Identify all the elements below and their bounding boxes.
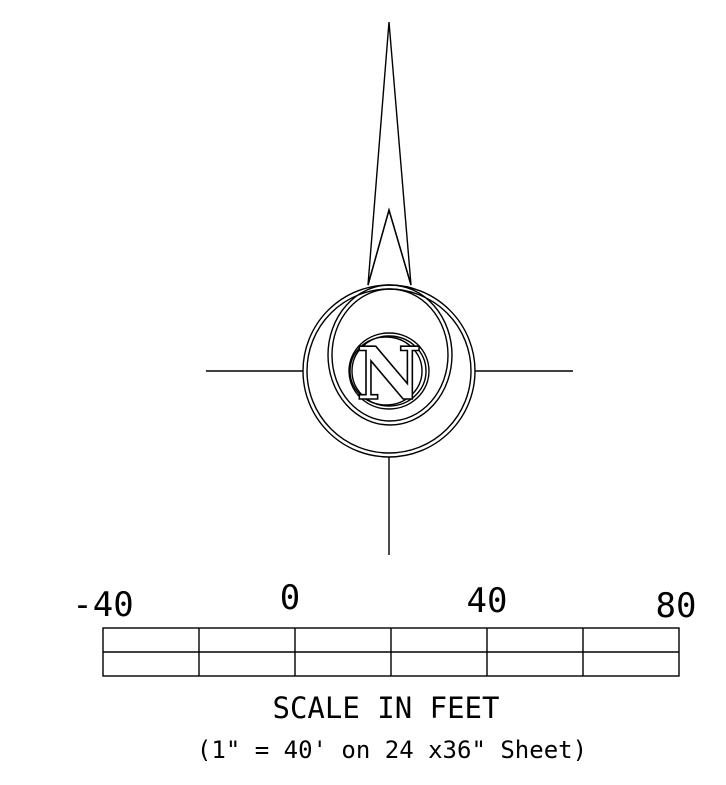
north-arrow: [367, 21, 412, 286]
scale-tick-label-0: 0: [280, 578, 300, 618]
scale-note: (1" = 40' on 24 x36" Sheet): [197, 736, 587, 764]
scale-tick-label-minus-40: -40: [72, 585, 133, 625]
inner-ring-2: [331, 288, 449, 422]
scale-tick-label-80: 80: [656, 586, 697, 626]
north-letter: N: [356, 331, 422, 416]
north-arrow-inner-spike: [367, 207, 412, 286]
letter-ring-2: [351, 335, 427, 407]
letter-ring-3: [349, 336, 423, 406]
letter-ring-1: [348, 332, 430, 410]
compass-rose: N: [206, 284, 573, 555]
scale-tick-label-40: 40: [467, 581, 508, 621]
scale-bar-dividers: [198, 628, 584, 676]
scale-bar: -40 0 40 80 SCALE IN FEET (1" = 40' on 2…: [72, 578, 696, 764]
scale-title: SCALE IN FEET: [273, 691, 500, 725]
north-arrow-outer-spike: [367, 21, 412, 286]
inner-ring-1: [327, 284, 453, 426]
